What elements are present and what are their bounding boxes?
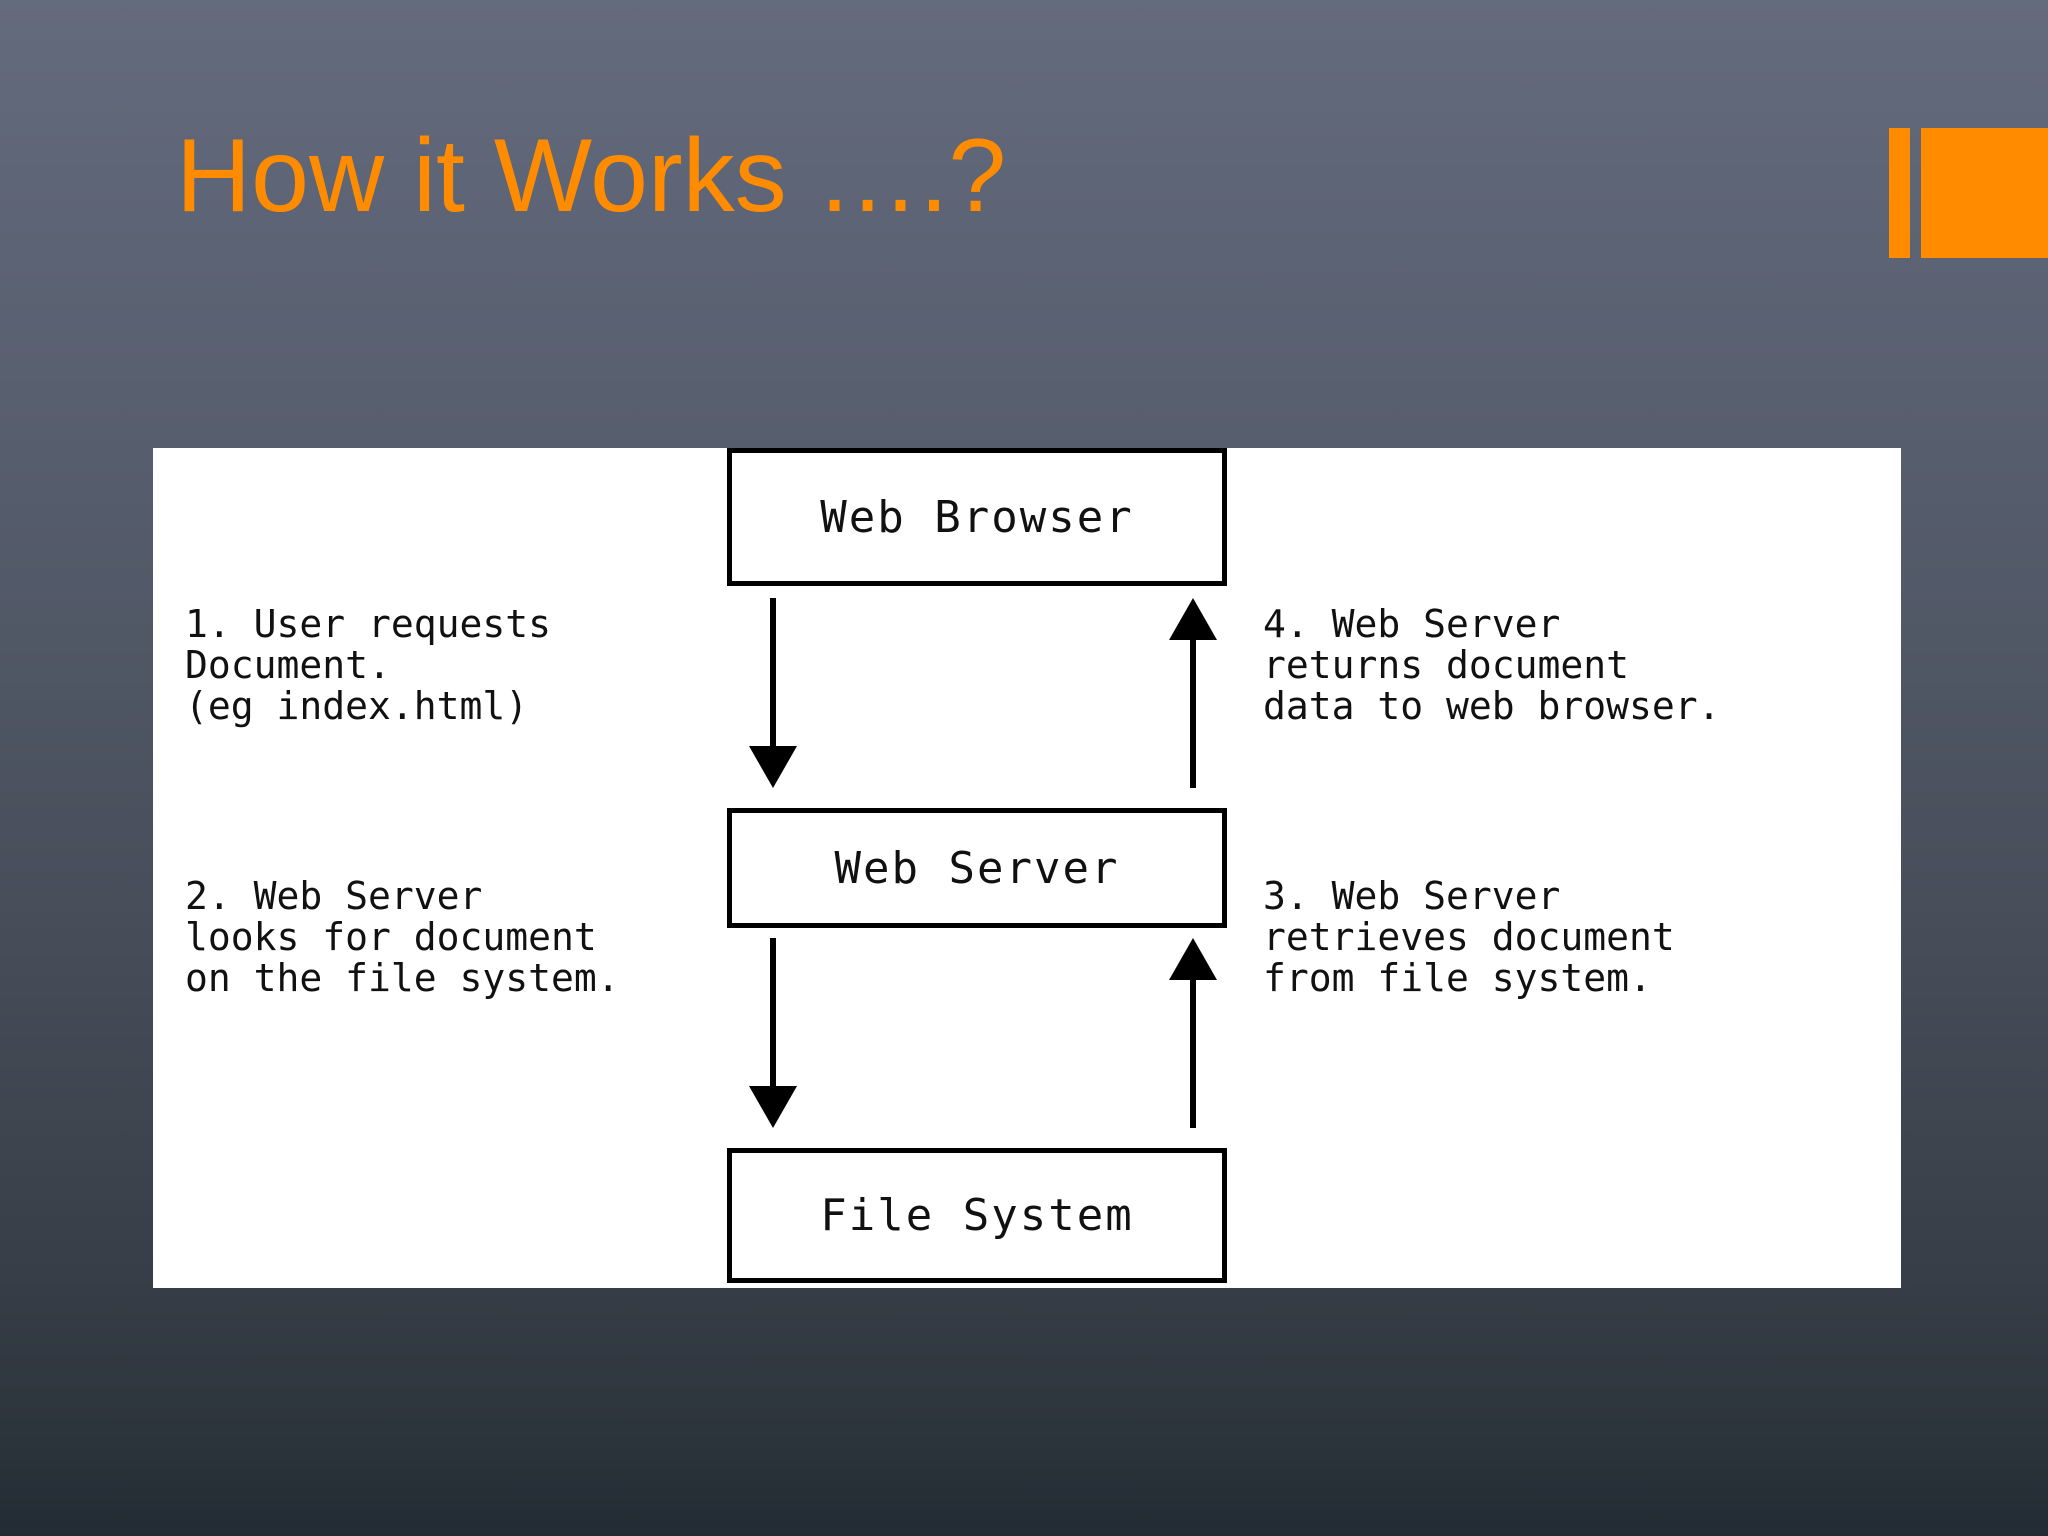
node-file-system: File System xyxy=(727,1148,1227,1283)
node-web-server-label: Web Server xyxy=(834,842,1120,894)
orange-accent-block-icon xyxy=(1921,128,2048,258)
arrow-down-browser-to-server-icon xyxy=(749,598,797,788)
orange-accent-bar-icon xyxy=(1889,128,1910,258)
arrow-up-server-to-browser-icon xyxy=(1169,598,1217,788)
node-web-server: Web Server xyxy=(727,808,1227,928)
arrow-up-filesystem-to-server-icon xyxy=(1169,938,1217,1128)
caption-step-4: 4. Web Server returns document data to w… xyxy=(1263,602,1721,729)
caption-step-3: 3. Web Server retrieves document from fi… xyxy=(1263,874,1675,1001)
arrow-down-server-to-filesystem-icon xyxy=(749,938,797,1128)
caption-step-2: 2. Web Server looks for document on the … xyxy=(185,874,620,1001)
node-file-system-label: File System xyxy=(820,1190,1134,1241)
caption-step-1: 1. User requests Document. (eg index.htm… xyxy=(185,602,552,729)
node-web-browser: Web Browser xyxy=(727,448,1227,586)
diagram-panel: Web Browser Web Server File System 1. Us… xyxy=(153,448,1901,1288)
node-web-browser-label: Web Browser xyxy=(820,491,1134,543)
page-title: How it Works ….? xyxy=(176,118,1007,234)
